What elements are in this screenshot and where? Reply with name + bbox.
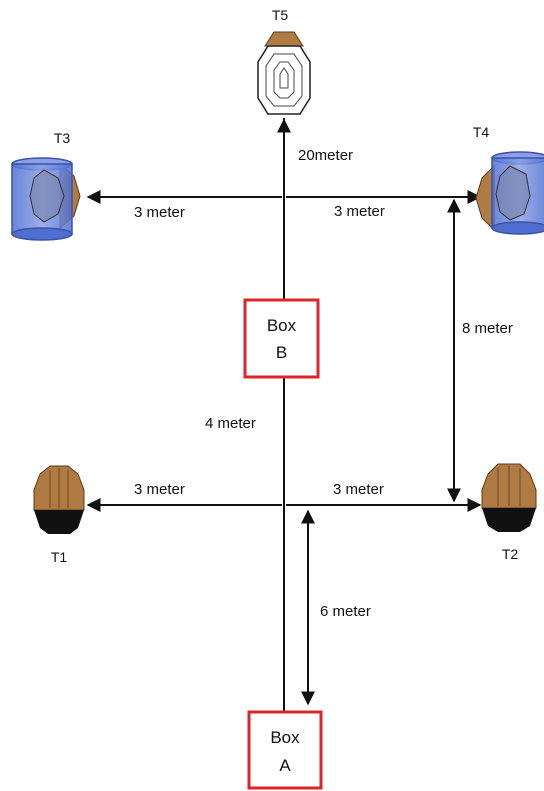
t1-target-icon bbox=[33, 465, 85, 534]
t3-distance-label: 3 meter bbox=[134, 204, 185, 221]
t2-target-icon bbox=[481, 463, 537, 532]
box-b: Box B bbox=[243, 298, 320, 379]
eight-meter-label: 8 meter bbox=[462, 320, 513, 337]
t3-label: T3 bbox=[54, 130, 71, 146]
t4-label: T4 bbox=[473, 124, 490, 140]
box-b-line2: B bbox=[276, 343, 287, 362]
t5-label: T5 bbox=[272, 7, 289, 23]
t2-label: T2 bbox=[502, 546, 519, 562]
box-b-line1: Box bbox=[267, 316, 297, 335]
box-a: Box A bbox=[247, 710, 323, 790]
t4-target-icon bbox=[475, 151, 544, 235]
t2-distance-label: 3 meter bbox=[333, 481, 384, 498]
t4-distance-label: 3 meter bbox=[334, 203, 385, 220]
box-a-line2: A bbox=[279, 756, 291, 775]
t5-target-icon bbox=[257, 31, 311, 115]
six-meter-label: 6 meter bbox=[320, 603, 371, 620]
box-b-distance-label: 4 meter bbox=[205, 415, 256, 432]
t1-label: T1 bbox=[51, 549, 68, 565]
t3-target-icon bbox=[11, 157, 81, 241]
box-a-line1: Box bbox=[270, 728, 300, 747]
t1-distance-label: 3 meter bbox=[134, 481, 185, 498]
t5-distance-label: 20meter bbox=[298, 147, 353, 164]
